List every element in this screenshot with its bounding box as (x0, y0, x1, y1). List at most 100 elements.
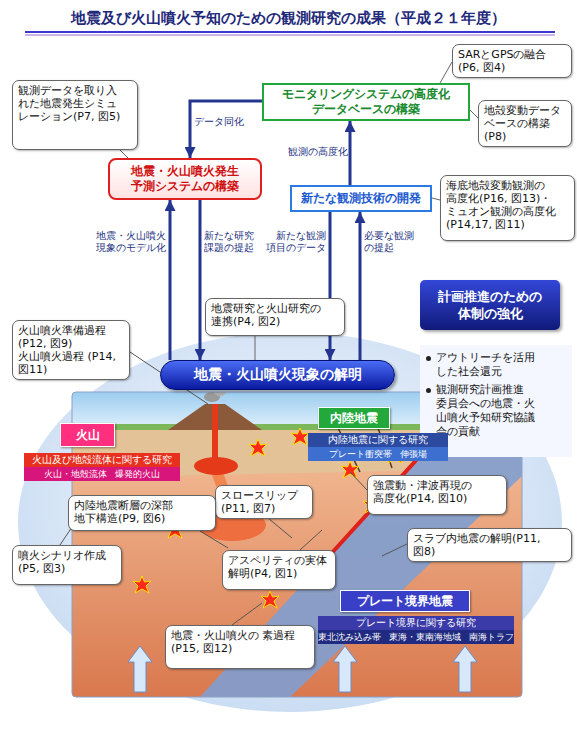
sub-label: 火山・地殻流体 (44, 467, 107, 481)
leader-line (440, 62, 452, 83)
callout-box: SARとGPSの融合 (P6, 図4) (452, 44, 572, 78)
box-label: スロースリップ (P11, 図7) (221, 489, 307, 515)
leader-line (232, 603, 262, 625)
process-box: モニタリングシステムの高度化 データベースの構築 (262, 83, 470, 121)
earthquake-mark (341, 461, 359, 478)
earthquake-mark (291, 428, 309, 445)
up-arrow (333, 646, 357, 692)
sub-label: 南海トラフ (469, 630, 514, 644)
callout-box: 地殻変動データ ベースの構築 (P8) (478, 100, 572, 147)
flow-arrow (349, 121, 352, 185)
sub-label: 東海・東南海地域 (389, 630, 461, 644)
callout-box: アスペリティの実体 解明(P4, 図1) (222, 550, 336, 590)
callout-box: 噴火シナリオ作成 (P5, 図3) (12, 545, 122, 585)
bullet-dot (426, 356, 431, 361)
category-tag: プレート境界地震 (340, 590, 470, 612)
category-tag: 火山 (60, 423, 115, 447)
eruption-plume (214, 392, 226, 396)
box-label: 噴火シナリオ作成 (P5, 図3) (18, 549, 116, 575)
box-label: 新たな観測技術の開発 (301, 191, 421, 206)
flow-arrow (359, 212, 362, 360)
leader-line (432, 198, 440, 200)
box-label: 地震研究と火山研究の 連携(P4, 図2) (211, 302, 339, 328)
bullet-item: 観測研究計画推進 委員会への地震・火 山噴火予知研究協議 会の貢献 (426, 383, 566, 439)
banner-box: 地震・火山噴火現象の解明 (160, 360, 395, 390)
sub-row: 火山・地殻流体爆発的火山 (24, 467, 180, 481)
leader-line (300, 530, 322, 550)
category-tag: 内陸地震 (318, 407, 390, 429)
process-box: 新たな観測技術の開発 (290, 185, 432, 212)
bar-heading: プレート境界に関する研究 (318, 616, 514, 630)
box-label: 地震・火山噴火現象の解明 (194, 366, 362, 384)
process-box: 地震・火山噴火発生 予測システムの構築 (108, 158, 262, 200)
bar-heading: 火山及び地殻流体に関する研究 (24, 453, 180, 467)
sub-label: 東北沈み込み帯 (318, 630, 381, 644)
box-label: 内陸地震断層の深部 地下構造(P9, 図6) (74, 499, 210, 525)
flow-arrow (190, 101, 262, 158)
volcanic-conduit (212, 404, 218, 462)
callout-box: スラブ内地震の解明(P11, 図8) (407, 528, 572, 562)
edge-label: 新たな研究 課題の提起 (204, 230, 262, 254)
flow-arrow (169, 200, 172, 360)
leader-line (120, 150, 128, 158)
leader-line (255, 336, 256, 360)
leader-line (382, 544, 407, 556)
box-label: 内陸地震 (330, 410, 378, 427)
sub-label: 伸張場 (400, 447, 427, 461)
callout-box: 内陸地震断層の深部 地下構造(P9, 図6) (68, 495, 216, 531)
callout-box: 地震・火山噴火の 素過程(P15, 図12) (165, 625, 315, 669)
leader-line (200, 531, 228, 548)
earthquake-mark (261, 591, 279, 608)
callout-box: 観測データを取り入 れた地震発生シミュ レーション(P7, 図5) (12, 80, 138, 150)
box-label: 火山噴火準備過程 (P12, 図9) (18, 324, 124, 350)
up-arrow (453, 646, 477, 692)
edge-label: データ同化 (194, 116, 256, 128)
edge-label: 必要な観測 の提起 (364, 230, 422, 254)
callout-box: 火山噴火準備過程 (P12, 図9)火山噴火過程 (P14, 図11) (12, 320, 130, 380)
title-underline (25, 31, 555, 33)
bullet-dot (426, 388, 431, 393)
box-label: 火山噴火過程 (P14, 図11) (18, 350, 124, 376)
bullet-text: アウトリーチを活用 した社会還元 (436, 351, 566, 379)
sub-row: プレート衝突帯伸張場 (308, 447, 448, 461)
research-bar: 火山及び地殻流体に関する研究火山・地殻流体爆発的火山 (24, 453, 180, 481)
callout-box: スロースリップ (P11, 図7) (215, 485, 313, 519)
callout-box: 海底地殻変動観測の 高度化(P16, 図13)・ ミュオン観測の高度化 (P14… (440, 175, 575, 241)
box-label: 計画推進のための 体制の強化 (420, 288, 560, 322)
research-bar: 内陸地震に関する研究プレート衝突帯伸張場 (308, 433, 448, 461)
bar-heading: 内陸地震に関する研究 (308, 433, 448, 447)
box-label: 地殻変動データ ベースの構築 (P8) (484, 104, 566, 143)
leader-line (470, 110, 478, 118)
sub-row: 東北沈み込み帯東海・東南海地域南海トラフ (318, 630, 514, 644)
box-label: スラブ内地震の解明(P11, 図8) (413, 532, 566, 558)
box-label: 観測データを取り入 れた地震発生シミュ レーション(P7, 図5) (18, 84, 132, 123)
box-label: 火山 (76, 427, 100, 444)
box-label: アスペリティの実体 解明(P4, 図1) (228, 554, 330, 580)
title-underline (25, 35, 555, 36)
up-arrow (128, 646, 152, 692)
flow-arrow (329, 212, 332, 360)
sub-label: 爆発的火山 (115, 467, 160, 481)
edge-label: 観測の高度化 (282, 146, 348, 158)
box-label: 地震・火山噴火発生 予測システムの構築 (110, 164, 260, 194)
heading-box: 計画推進のための 体制の強化 (420, 280, 560, 330)
leader-line (350, 472, 367, 490)
flow-arrow (199, 200, 202, 360)
box-label: 強震動・津波再現の 高度化(P14, 図10) (373, 479, 501, 505)
bullet-item: アウトリーチを活用 した社会還元 (426, 351, 566, 379)
edge-label: 地震・火山噴火 現象のモデル化 (78, 230, 166, 254)
earthquake-mark (133, 576, 151, 593)
bullet-text: 観測研究計画推進 委員会への地震・火 山噴火予知研究協議 会の貢献 (436, 383, 566, 439)
box-label: 海底地殻変動観測の 高度化(P16, 図13)・ ミュオン観測の高度化 (P14… (446, 179, 569, 231)
box-label: 地震・火山噴火の 素過程(P15, 図12) (171, 629, 309, 655)
box-label: SARとGPSの融合 (P6, 図4) (458, 48, 566, 74)
box-label: モニタリングシステムの高度化 データベースの構築 (264, 87, 468, 117)
callout-box: 強震動・津波再現の 高度化(P14, 図10) (367, 475, 507, 515)
callout-box: 地震研究と火山研究の 連携(P4, 図2) (205, 298, 345, 336)
page-title: 地震及び火山噴火予知のための観測研究の成果（平成２１年度） (0, 9, 577, 28)
research-bar: プレート境界に関する研究東北沈み込み帯東海・東南海地域南海トラフ (318, 616, 514, 644)
earthquake-mark (249, 439, 267, 456)
sub-label: プレート衝突帯 (329, 447, 392, 461)
box-label: プレート境界地震 (357, 593, 453, 610)
